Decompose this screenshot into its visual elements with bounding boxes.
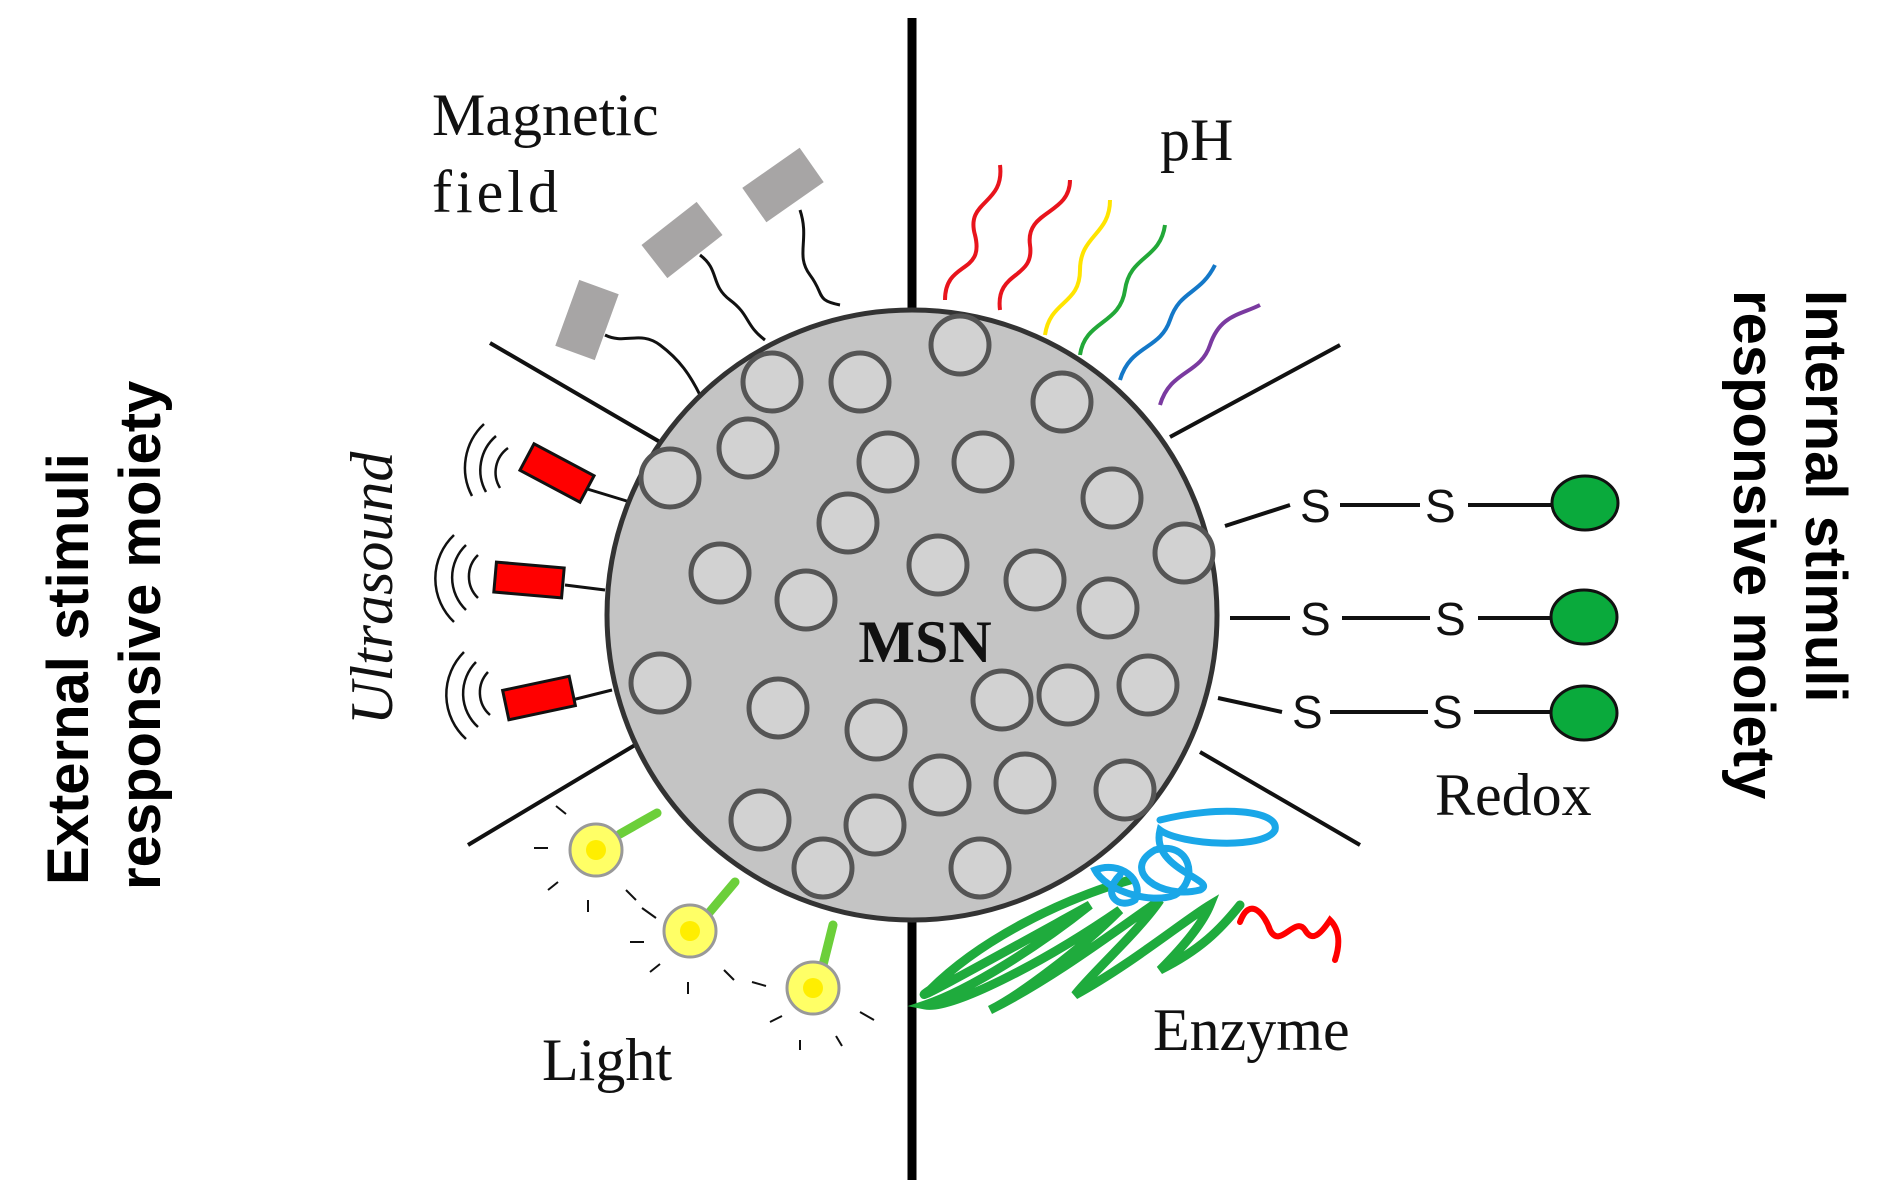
magnetic-field-group: [555, 147, 841, 396]
ph-wave-icon: [1118, 264, 1217, 381]
pore: [951, 430, 1015, 494]
ph-wave-icon: [1158, 303, 1261, 406]
ultrasound-group: [434, 423, 631, 740]
pore: [828, 350, 892, 414]
ph-wave-icon: [997, 179, 1072, 311]
pore: [1080, 466, 1144, 530]
ph-wave-icon: [1043, 199, 1112, 336]
pore: [791, 836, 855, 900]
redox-group: S S S S S S: [1217, 474, 1620, 742]
magnetic-field-label: field: [432, 159, 562, 225]
sulfur-label: S: [1292, 686, 1323, 738]
ultrasound-transducer-icon: [500, 674, 578, 722]
internal-stimuli-subtitle: responsive moiety: [1721, 290, 1786, 799]
spokes: [466, 341, 1362, 847]
enzyme-coil-icon: [1090, 807, 1279, 907]
magnet-block-icon: [641, 201, 723, 279]
pore: [638, 446, 702, 510]
pore: [993, 751, 1057, 815]
pores-group: [628, 313, 1216, 900]
sulfur-label: S: [1300, 593, 1331, 645]
pore: [816, 491, 880, 555]
sulfur-label: S: [1432, 686, 1463, 738]
pore: [716, 416, 780, 480]
redox-label: Redox: [1435, 762, 1592, 828]
pore: [970, 668, 1034, 732]
sulfur-label: S: [1425, 480, 1456, 532]
pore: [1116, 653, 1180, 717]
pore: [843, 793, 907, 857]
disulfide-linker-icon: [1550, 474, 1620, 532]
enzyme-label: Enzyme: [1153, 997, 1350, 1063]
ph-label: pH: [1160, 107, 1233, 173]
pore: [728, 788, 792, 852]
ph-wave-icon: [1078, 224, 1167, 356]
light-label: Light: [542, 1027, 672, 1093]
light-group: [534, 805, 875, 1050]
enzyme-coil-icon: [907, 875, 1245, 1015]
internal-stimuli-title: Internal stimuli: [1793, 290, 1858, 703]
enzyme-coil-icon: [1237, 905, 1342, 963]
ph-wave-icon: [943, 164, 1003, 301]
enzyme-group: [907, 807, 1342, 1015]
pore: [1036, 663, 1100, 727]
pore: [628, 651, 692, 715]
sulfur-label: S: [1300, 480, 1331, 532]
pore: [1152, 521, 1216, 585]
pore: [1076, 576, 1140, 640]
pore: [856, 430, 920, 494]
external-stimuli-title: External stimuli: [36, 453, 101, 885]
pore: [746, 676, 810, 740]
pore: [948, 836, 1012, 900]
pore: [1003, 548, 1067, 612]
ultrasound-transducer-icon: [517, 441, 597, 505]
pore: [908, 753, 972, 817]
magnet-block-icon: [742, 147, 824, 223]
pore: [928, 313, 992, 377]
pore: [774, 568, 838, 632]
ultrasound-transducer-icon: [492, 560, 566, 600]
sulfur-label: S: [1435, 593, 1466, 645]
ultrasound-label: Ultrasound: [339, 451, 405, 725]
pore: [740, 350, 804, 414]
pore: [906, 533, 970, 597]
disulfide-linker-icon: [1549, 684, 1619, 742]
magnetic-field-label: Magnetic: [432, 82, 659, 148]
pore: [688, 541, 752, 605]
magnet-block-icon: [555, 279, 619, 361]
pore: [1030, 370, 1094, 434]
disulfide-linker-icon: [1549, 588, 1619, 646]
ph-group: [943, 164, 1261, 406]
msn-label: MSN: [858, 609, 991, 675]
pore: [844, 698, 908, 762]
pore: [1093, 758, 1157, 822]
external-stimuli-subtitle: responsive moiety: [108, 381, 173, 890]
